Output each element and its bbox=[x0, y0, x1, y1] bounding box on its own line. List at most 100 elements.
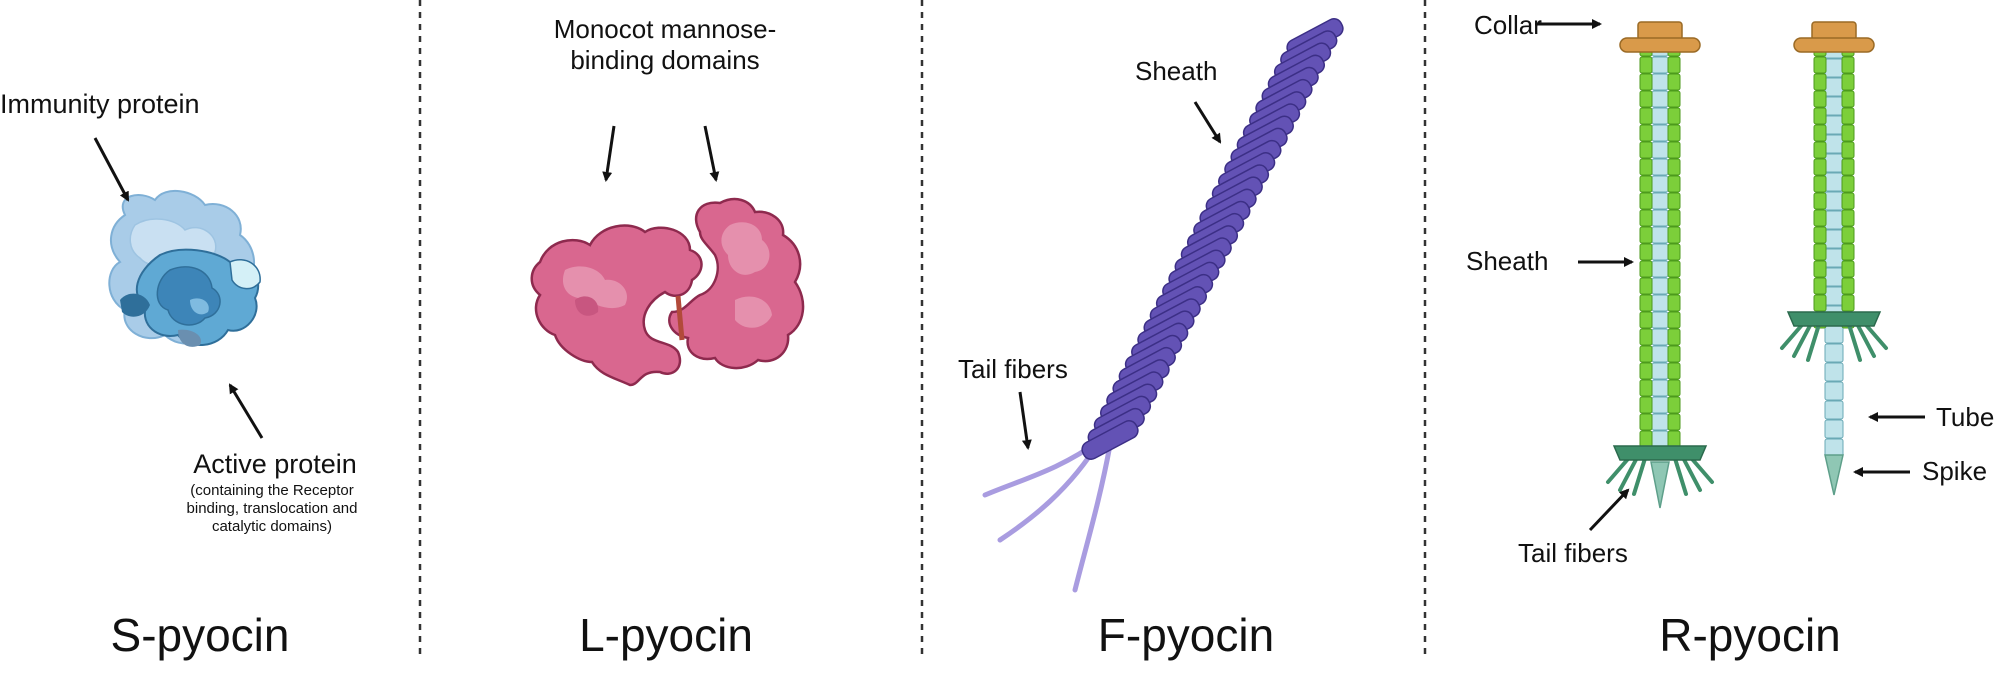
r-sheath-segment bbox=[1667, 430, 1681, 448]
r-baseplate bbox=[1786, 311, 1882, 327]
r-sheath-segment bbox=[1841, 260, 1855, 278]
r-sheath-segment bbox=[1639, 379, 1653, 397]
l-arrow-right bbox=[703, 125, 720, 182]
r-tailfibers-arrow bbox=[1588, 488, 1630, 532]
r-sheath-segment bbox=[1841, 158, 1855, 176]
l-pyocin-illustration bbox=[530, 197, 805, 387]
l-pyocin-title: L-pyocin bbox=[579, 609, 753, 661]
r-sheath-segment bbox=[1667, 345, 1681, 363]
r-tube-segment bbox=[1651, 243, 1669, 261]
s-pyocin-illustration bbox=[108, 189, 261, 347]
r-tube-segment bbox=[1651, 311, 1669, 329]
r-sheath-segment bbox=[1639, 243, 1653, 261]
r-spike-label: Spike bbox=[1922, 456, 1988, 486]
r-sheath-segment bbox=[1667, 311, 1681, 329]
r-tube-segment bbox=[1651, 430, 1669, 448]
r-tube-segment bbox=[1651, 379, 1669, 397]
r-sheath-segment bbox=[1639, 124, 1653, 142]
s-immunity-label: Immunity protein bbox=[0, 89, 200, 119]
r-tube-segment bbox=[1824, 172, 1844, 192]
r-sheath-segment bbox=[1639, 175, 1653, 193]
r-tube-segment bbox=[1824, 134, 1844, 154]
r-collar-ring bbox=[1793, 37, 1875, 53]
r-sheath-segment bbox=[1841, 294, 1855, 312]
r-tube-segment bbox=[1824, 324, 1844, 344]
r-sheath-segment bbox=[1639, 396, 1653, 414]
r-sheath-segment bbox=[1639, 73, 1653, 91]
r-spike bbox=[1824, 454, 1844, 496]
r-sheath-segment bbox=[1841, 175, 1855, 193]
r-tube-segment bbox=[1651, 260, 1669, 278]
r-sheath-segment bbox=[1841, 141, 1855, 159]
r-sheath-segment bbox=[1813, 277, 1827, 295]
r-tube-segment bbox=[1824, 400, 1844, 420]
r-sheath-segment bbox=[1639, 345, 1653, 363]
f-sheath-ring bbox=[1081, 420, 1139, 460]
r-sheath-segment bbox=[1667, 379, 1681, 397]
r-tube-segment bbox=[1651, 413, 1669, 431]
r-tube-segment bbox=[1824, 343, 1844, 363]
r-tube-segment bbox=[1651, 175, 1669, 193]
r-tube-segment bbox=[1824, 229, 1844, 249]
r-sheath-segment bbox=[1813, 294, 1827, 312]
r-sheath-segment bbox=[1639, 413, 1653, 431]
r-sheath-segment bbox=[1813, 141, 1827, 159]
f-sheath-label: Sheath bbox=[1135, 56, 1218, 86]
r-pyocin-extended bbox=[1780, 21, 1888, 496]
r-sheath-segment bbox=[1667, 260, 1681, 278]
r-tailfibers-label: Tail fibers bbox=[1518, 538, 1628, 568]
s-active-note: (containing the Receptor binding, transl… bbox=[186, 482, 358, 535]
r-sheath-segment bbox=[1841, 90, 1855, 108]
r-tube-segment bbox=[1651, 345, 1669, 363]
r-tube-segment bbox=[1651, 73, 1669, 91]
r-sheath-segment bbox=[1639, 430, 1653, 448]
r-sheath-segment bbox=[1639, 192, 1653, 210]
r-sheath-segment bbox=[1813, 209, 1827, 227]
r-sheath-segment bbox=[1667, 226, 1681, 244]
r-sheath-segment bbox=[1639, 226, 1653, 244]
r-sheath-segment bbox=[1841, 192, 1855, 210]
r-tube-segment bbox=[1824, 381, 1844, 401]
r-sheath-segment bbox=[1667, 175, 1681, 193]
r-sheath-segment bbox=[1667, 158, 1681, 176]
f-sheath-arrow bbox=[1193, 101, 1222, 144]
r-sheath-segment bbox=[1639, 294, 1653, 312]
r-sheath-segment bbox=[1639, 311, 1653, 329]
r-sheath-segment bbox=[1813, 124, 1827, 142]
s-immunity-arrow bbox=[93, 137, 130, 202]
r-tube-segment bbox=[1824, 153, 1844, 173]
f-tailfibers-label: Tail fibers bbox=[958, 354, 1068, 384]
r-sheath-segment bbox=[1667, 243, 1681, 261]
r-sheath-segment bbox=[1639, 56, 1653, 74]
r-sheath-segment bbox=[1639, 362, 1653, 380]
r-tube-segment bbox=[1824, 77, 1844, 97]
r-sheath-segment bbox=[1639, 107, 1653, 125]
r-sheath-segment bbox=[1813, 107, 1827, 125]
s-pyocin-title: S-pyocin bbox=[110, 609, 290, 661]
r-tube-segment bbox=[1651, 277, 1669, 295]
r-tube-segment bbox=[1651, 362, 1669, 380]
r-tube-label: Tube bbox=[1936, 402, 1995, 432]
f-pyocin-sheath bbox=[1081, 18, 1344, 460]
r-sheath-segment bbox=[1667, 141, 1681, 159]
r-sheath-segment bbox=[1813, 56, 1827, 74]
r-sheath-segment bbox=[1667, 90, 1681, 108]
r-collar-label: Collar bbox=[1474, 10, 1542, 40]
r-sheath-segment bbox=[1813, 158, 1827, 176]
r-sheath-segment bbox=[1813, 73, 1827, 91]
r-sheath-segment bbox=[1639, 328, 1653, 346]
r-sheath-segment bbox=[1813, 90, 1827, 108]
f-pyocin-tail-fibers bbox=[982, 437, 1113, 593]
r-sheath-segment bbox=[1667, 73, 1681, 91]
r-sheath-segment bbox=[1639, 158, 1653, 176]
r-tube-segment bbox=[1651, 141, 1669, 159]
s-active-arrow bbox=[228, 383, 264, 439]
r-tube-segment bbox=[1651, 209, 1669, 227]
r-sheath-segment bbox=[1667, 107, 1681, 125]
r-sheath-segment bbox=[1667, 277, 1681, 295]
r-tube-segment bbox=[1824, 267, 1844, 287]
r-sheath-segment bbox=[1841, 243, 1855, 261]
r-tube-segment bbox=[1651, 107, 1669, 125]
r-sheath-segment bbox=[1841, 56, 1855, 74]
